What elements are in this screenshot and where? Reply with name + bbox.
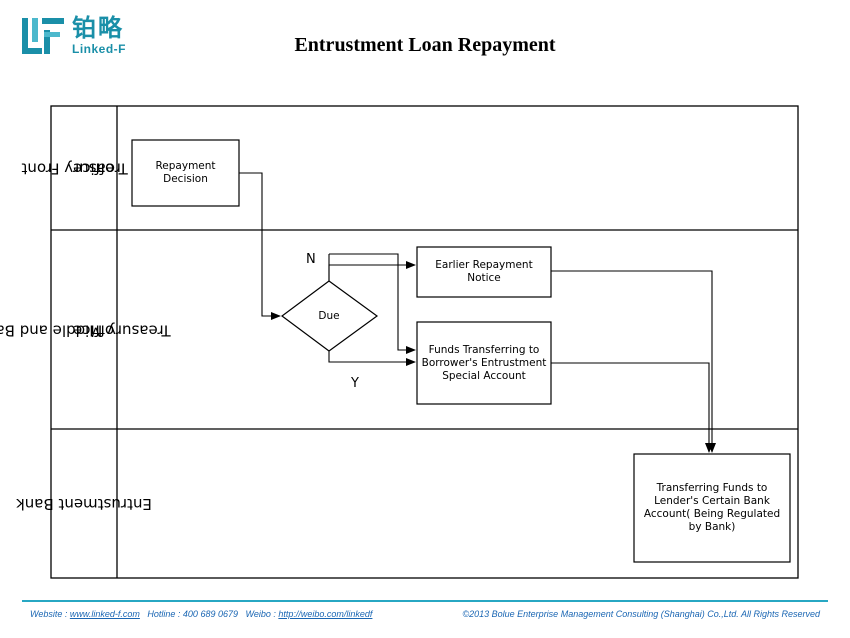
weibo-link[interactable]: http://weibo.com/linkedf [278,609,373,619]
website-link[interactable]: www.linked-f.com [69,609,140,619]
lane-label-line: office [72,159,115,178]
linked-f-logo-icon [22,18,64,54]
lane-label-treasury-middle-back: Treasury Middle and Backoffice [0,230,171,429]
repayment-decision-label: Repayment Decision [155,160,216,185]
connector-due-no-to-notice [328,261,416,281]
repayment-decision-box [131,139,240,207]
page-title: Entrustment Loan Repayment [294,34,556,56]
funds-transferring-label: Funds Transferring to Borrower's Entrust… [421,343,547,382]
footer-divider [22,600,828,602]
logo-english-text: Linked-F [72,42,126,56]
lane-label-entrustment-bank: Entrustment Bank [16,429,152,578]
website-label: Website : [30,609,70,619]
weibo-label: Weibo : [245,609,279,619]
connector-notice-to-lender [551,270,716,453]
connector-due-no-to-funds [329,253,416,354]
lane-label-line: Entrustment Bank [16,495,152,513]
footer-contact: Website : www.linked-f.com Hotline : 400… [30,609,372,619]
connector-decision-to-due [239,172,281,320]
earlier-notice-label: Earlier Repayment Notice [435,259,533,284]
branch-label-yes: Y [351,376,359,391]
branch-label-no: N [306,252,316,267]
transferring-lender-label: Transferring Funds to Lender's Certain B… [643,482,781,533]
funds-transferring-box [416,321,552,405]
due-label: Due [318,309,340,322]
logo: 铂略 Linked-F [22,14,142,58]
connector-due-yes-to-funds [328,351,416,366]
lane-label-line: office [72,321,115,339]
footer-copyright: ©2013 Bolue Enterprise Management Consul… [462,609,821,619]
transferring-lender-box [633,453,791,563]
earlier-notice-box [416,246,552,298]
hotline-text: Hotline : 400 689 0679 [147,609,238,619]
diagram-frame [50,105,799,579]
logo-chinese-text: 铂略 [72,14,124,42]
connector-funds-to-lender [551,362,713,453]
